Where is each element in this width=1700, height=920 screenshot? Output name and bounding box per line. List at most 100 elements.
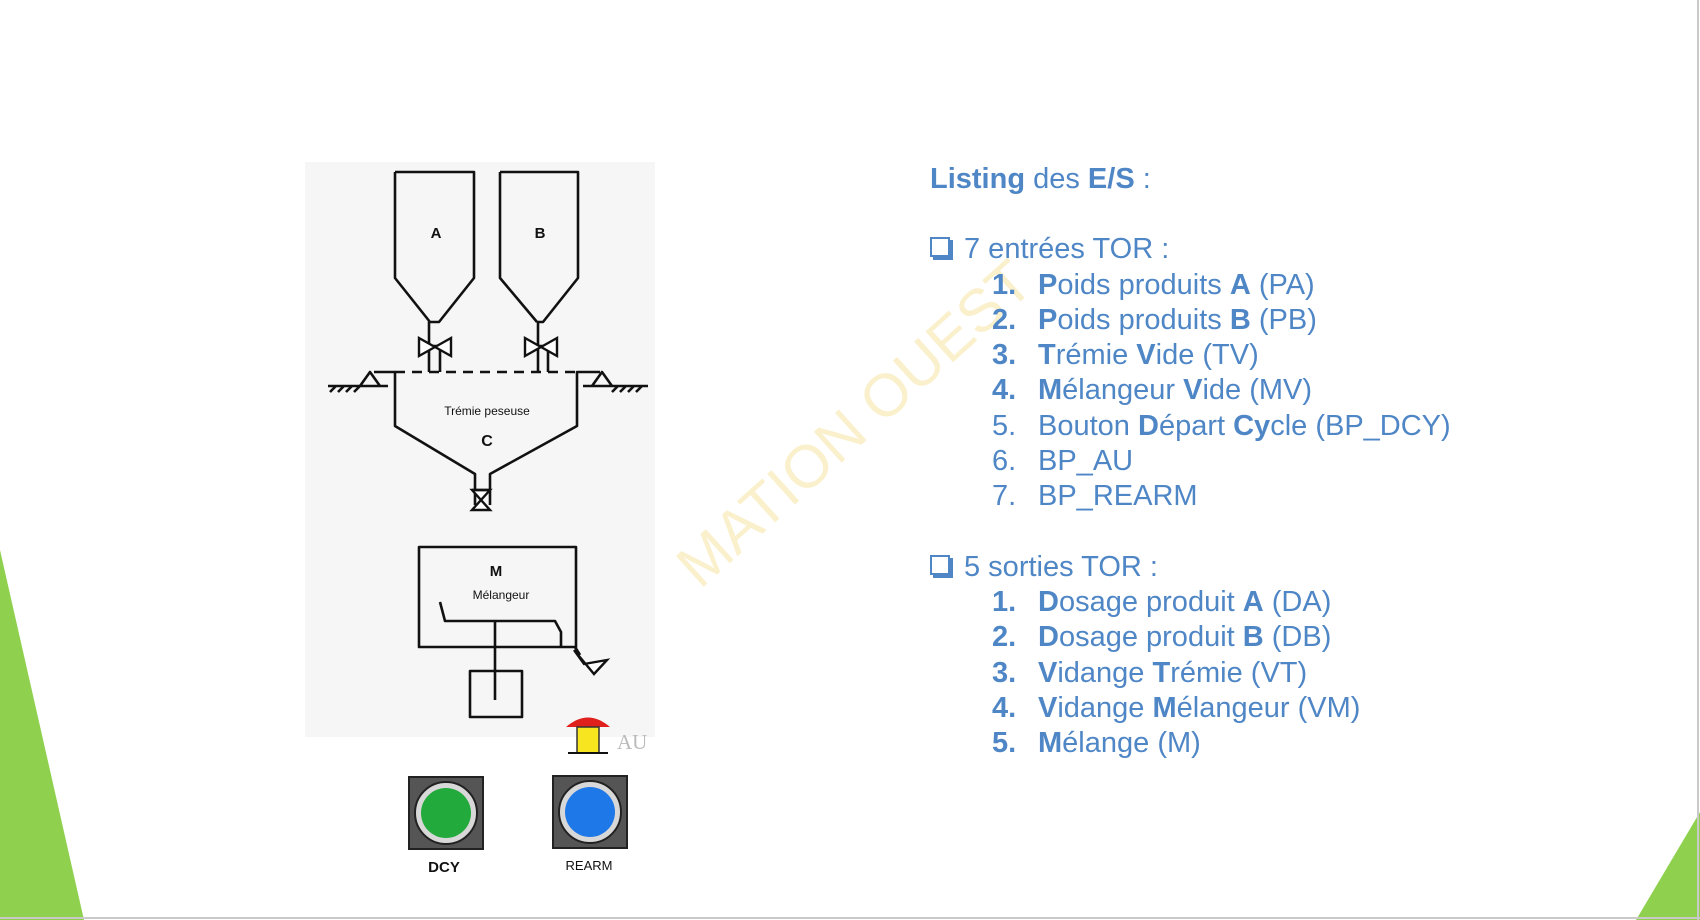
text-segment: (PA) <box>1250 268 1315 301</box>
list-item: 1. Dosage produit A (DA) <box>992 585 1610 620</box>
text-segment: M <box>1038 727 1063 760</box>
hopper-b-label: B <box>535 225 546 242</box>
text-segment: M <box>1152 691 1177 724</box>
text-segment: BP_REARM <box>1038 480 1198 513</box>
text-segment: oids produits <box>1057 268 1230 301</box>
text-segment: idange <box>1057 691 1153 724</box>
emergency-stop-mushroom <box>566 717 610 727</box>
weigh-hopper-letter: C <box>481 433 493 450</box>
text-segment: oids produits <box>1057 303 1230 336</box>
text-segment: rémie <box>1055 339 1137 372</box>
emergency-stop-body <box>576 726 600 754</box>
text-segment: osage produit <box>1058 621 1243 654</box>
valve-a-icon <box>417 335 453 359</box>
list-item: 5.Mélange (M) <box>992 726 1610 761</box>
checkbox-bullet-icon <box>930 554 950 575</box>
text-segment: Cy <box>1233 409 1271 442</box>
text-segment: (DB) <box>1263 621 1332 654</box>
outputs-list: 1.Dosage produit A (DA)2.Dosage produit … <box>930 585 1610 761</box>
text-segment: D <box>1137 409 1159 442</box>
valve-mixer-icon <box>573 649 611 676</box>
list-item: 3. Vidange Trémie (VT) <box>992 656 1610 691</box>
text-segment: V <box>1136 339 1156 372</box>
list-item: 4. Mélangeur Vide (MV) <box>992 373 1610 408</box>
weigh-hopper <box>374 370 600 505</box>
checkbox-bullet-icon <box>930 237 950 258</box>
text-segment: E/S <box>1087 163 1135 195</box>
text-segment: B <box>1242 621 1264 654</box>
emergency-stop-button[interactable] <box>566 717 610 754</box>
inputs-section: 7 entrées TOR : <box>930 232 1610 267</box>
list-item-number: 2. <box>992 303 1017 336</box>
text-segment: V <box>1038 691 1058 724</box>
text-segment: V <box>1038 656 1058 689</box>
text-segment: Bouton <box>1038 409 1138 442</box>
weigh-hopper-label: Trémie peseuse <box>444 404 530 418</box>
outputs-heading: 5 sorties TOR : <box>964 550 1158 583</box>
text-segment: A <box>1242 585 1264 618</box>
list-item: 1.Poids produits A (PA) <box>992 268 1610 303</box>
text-segment: D <box>1038 585 1059 618</box>
mixer-letter: M <box>490 563 503 580</box>
mixer-motor <box>468 669 524 719</box>
dcy-label: DCY <box>428 859 460 876</box>
green-corner-right <box>1636 812 1700 920</box>
text-segment: D <box>1038 621 1059 654</box>
text-segment: T <box>1038 339 1056 372</box>
text-segment: M <box>1038 374 1063 407</box>
list-item: 5. Bouton Départ Cycle (BP_DCY) <box>992 409 1610 444</box>
text-segment: ide (TV) <box>1155 339 1259 372</box>
list-item-number: 5. <box>992 409 1017 442</box>
dcy-button-light <box>421 788 471 838</box>
text-segment: V <box>1183 374 1203 407</box>
valve-b-icon <box>523 335 559 359</box>
support-left <box>328 370 388 393</box>
text-segment: : <box>1134 163 1151 195</box>
text-segment: P <box>1038 303 1058 336</box>
text-segment: (PB) <box>1250 303 1317 336</box>
list-item-number: 4. <box>992 374 1017 407</box>
text-segment: épart <box>1158 409 1234 442</box>
text-segment: élange (M) <box>1062 727 1201 760</box>
text-segment: T <box>1152 656 1171 689</box>
list-item: 2. Poids produits B (PB) <box>992 303 1610 338</box>
text-segment: ide (MV) <box>1202 374 1313 407</box>
text-segment: P <box>1038 268 1058 301</box>
dcy-button[interactable] <box>408 776 484 850</box>
text-segment: (DA) <box>1263 585 1332 618</box>
list-item-number: 3. <box>992 656 1017 689</box>
list-item-number: 1. <box>992 268 1017 301</box>
list-item: 3. Trémie Vide (TV) <box>992 338 1610 373</box>
rearm-label: REARM <box>566 858 613 873</box>
list-item-number: 4. <box>992 691 1017 724</box>
diagram-background <box>305 162 655 737</box>
list-item-number: 7. <box>992 480 1017 513</box>
text-segment: élangeur (VM) <box>1176 691 1361 724</box>
support-right <box>583 370 648 393</box>
rearm-button-light <box>565 787 615 837</box>
text-segment: B <box>1229 303 1251 336</box>
rearm-button[interactable] <box>552 775 628 849</box>
text-segment: élangeur <box>1062 374 1184 407</box>
inputs-list: 1.Poids produits A (PA)2.Poids produits … <box>930 268 1610 515</box>
emergency-stop-label: AU <box>617 730 647 754</box>
list-item: 6. BP_AU <box>992 444 1610 479</box>
list-item-number: 6. <box>992 445 1017 478</box>
list-item: 7. BP_REARM <box>992 479 1610 514</box>
text-segment: cle (BP_DCY) <box>1270 409 1451 442</box>
text-segment: BP_AU <box>1038 445 1134 478</box>
text-segment: rémie (VT) <box>1170 656 1308 689</box>
list-item: 4. Vidange Mélangeur (VM) <box>992 691 1610 726</box>
inputs-heading: 7 entrées TOR : <box>964 233 1170 266</box>
text-segment: osage produit <box>1058 585 1243 618</box>
text-segment: des <box>1025 163 1088 195</box>
list-item-number: 3. <box>992 339 1017 372</box>
outputs-section: 5 sorties TOR : <box>930 550 1610 585</box>
io-listing: Listing des E/S : 7 entrées TOR : 1.Poid… <box>930 162 1610 796</box>
list-item-number: 1. <box>992 585 1017 618</box>
hopper-a-label: A <box>431 225 442 242</box>
mixer-label: Mélangeur <box>473 588 530 602</box>
text-segment: idange <box>1057 656 1153 689</box>
